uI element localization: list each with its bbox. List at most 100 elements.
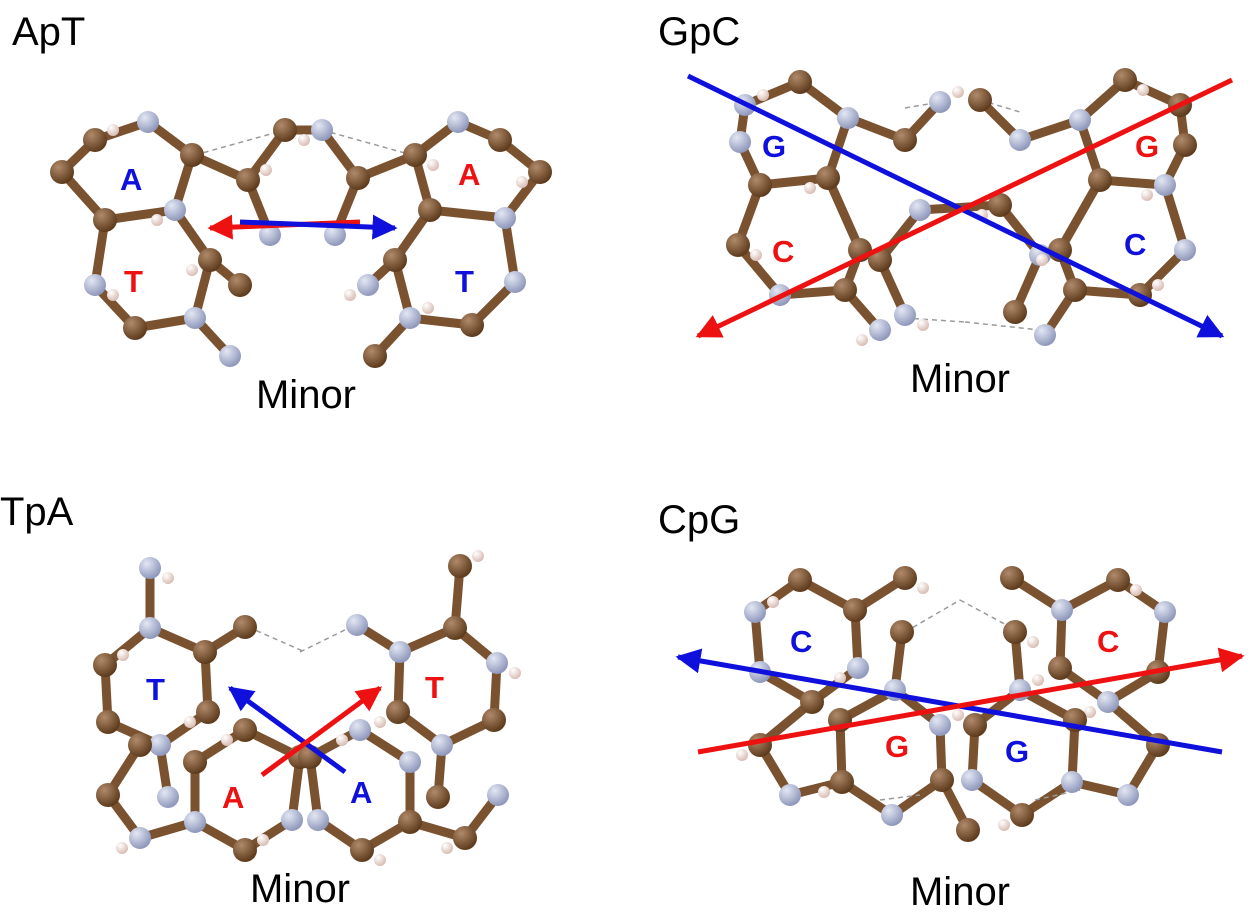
atom-sphere [893, 128, 917, 152]
atom-sphere [84, 274, 106, 296]
hydrogen-atom [116, 842, 128, 854]
atom-sphere [1154, 174, 1176, 196]
atom-sphere [346, 166, 370, 190]
red-dipole-arrow [695, 77, 1234, 339]
atom-sphere [403, 143, 427, 167]
atom-sphere [184, 307, 206, 329]
atom-sphere [930, 768, 954, 792]
dipole-arrows [686, 73, 1234, 339]
atom-sphere [281, 809, 303, 831]
atom-sphere [236, 168, 260, 192]
atom-sphere [528, 160, 552, 184]
atom-sphere [346, 614, 368, 636]
atom-sphere [431, 734, 453, 756]
atom-sphere [453, 826, 477, 850]
hydrogen-atom [804, 182, 816, 194]
atom-sphere [363, 344, 387, 368]
red-dipole-arrow [260, 685, 383, 778]
atom-sphere [1173, 133, 1197, 157]
base-label: T [455, 264, 474, 299]
hydrogen-atom [1084, 706, 1096, 718]
atom-sphere [219, 345, 241, 367]
atoms [736, 566, 1176, 842]
atom-sphere [383, 248, 407, 272]
hydrogen-atom [1152, 279, 1164, 291]
atom-sphere [357, 274, 379, 296]
atom-sphere [399, 307, 421, 329]
atom-sphere [748, 173, 772, 197]
atom-sphere [418, 198, 442, 222]
base-label: T [124, 264, 143, 299]
atom-sphere [1003, 620, 1027, 644]
hydrogen-atom [441, 842, 453, 854]
molecule-model [93, 550, 521, 866]
base-label: G [1135, 129, 1159, 164]
hydrogen-atom [1130, 584, 1142, 596]
blue-dipole-arrow [686, 73, 1225, 339]
atom-sphere [1097, 691, 1119, 713]
atom-sphere [164, 199, 186, 221]
atom-sphere [968, 88, 992, 112]
base-labels: T T A A [146, 670, 444, 815]
hydrogen-atom [757, 89, 769, 101]
base-label: G [762, 129, 786, 164]
hydrogen-atom [834, 672, 846, 684]
atom-sphere [139, 557, 161, 579]
atom-sphere [909, 199, 931, 221]
atom-sphere [233, 615, 257, 639]
atom-sphere [233, 838, 257, 862]
atom-sphere [349, 719, 371, 741]
panel-gpc: GpC [658, 10, 1234, 401]
atom-sphere [129, 827, 151, 849]
atoms [93, 550, 521, 866]
hydrogen-atom [750, 249, 762, 261]
atom-sphere [447, 111, 469, 133]
hydrogen-atom [107, 289, 119, 301]
atom-sphere [139, 617, 161, 639]
hydrogen-atom [422, 302, 434, 314]
panel-title: TpA [0, 490, 74, 534]
atom-sphere [307, 809, 329, 831]
atom-sphere [1051, 599, 1073, 621]
atom-sphere [311, 119, 333, 141]
hydrogen-atom [184, 716, 196, 728]
base-label: C [772, 234, 794, 269]
atom-sphere [726, 233, 750, 257]
base-labels: A A T T [120, 157, 480, 299]
atom-sphere [956, 818, 980, 842]
atom-sphere [426, 785, 450, 809]
atom-sphere [193, 640, 217, 664]
atom-sphere [233, 718, 257, 742]
hydrogen-atom [374, 854, 386, 866]
atom-sphere [1061, 771, 1083, 793]
atom-sphere [324, 224, 346, 246]
hydrogen-atom [736, 749, 748, 761]
blue-dipole-arrow [239, 214, 398, 240]
hydrogen-bonds [247, 624, 356, 653]
hydrogen-atom [117, 649, 129, 661]
groove-label: Minor [250, 867, 350, 911]
atom-sphere [1034, 324, 1056, 346]
atom-sphere [180, 143, 204, 167]
atom-sphere [1010, 803, 1034, 827]
atom-sphere [488, 128, 512, 152]
atom-sphere [800, 690, 824, 714]
atom-sphere [259, 224, 281, 246]
atom-sphere [816, 166, 840, 190]
atom-sphere [350, 838, 374, 862]
atom-sphere [1174, 239, 1196, 261]
dipole-arrows [207, 214, 398, 240]
dipole-arrows [675, 647, 1245, 755]
atom-sphere [788, 568, 812, 592]
blue-dipole-arrow [675, 648, 1223, 755]
atom-sphere [893, 566, 917, 590]
atom-sphere [837, 107, 859, 129]
atom-sphere [83, 128, 107, 152]
base-label: T [425, 670, 444, 705]
atom-sphere [1146, 733, 1170, 757]
atom-sphere [1000, 566, 1024, 590]
groove-label: Minor [910, 870, 1010, 914]
atom-sphere [869, 319, 891, 341]
hydrogen-atom [107, 124, 119, 136]
atom-sphere [386, 700, 410, 724]
